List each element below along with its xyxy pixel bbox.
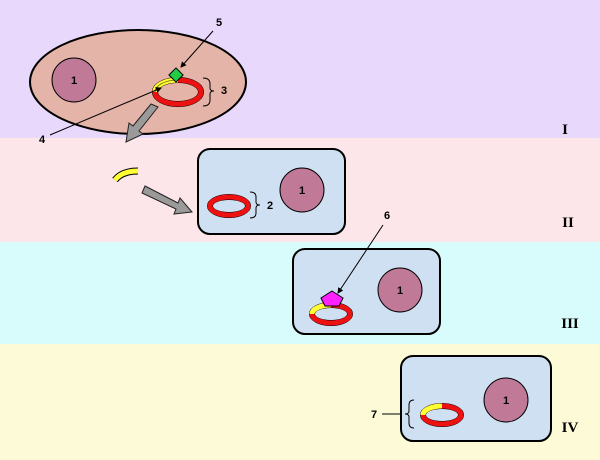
bracket-7: [404, 399, 415, 429]
recipient-cell-III: 1: [292, 248, 441, 335]
donor-cell: 1: [29, 29, 247, 135]
bracket-3: [202, 77, 215, 107]
recipient-cell-II: 1 2: [197, 148, 346, 235]
pointer-4: [49, 87, 162, 136]
nucleus: [51, 57, 97, 103]
stage-label-III: III: [561, 316, 579, 332]
transfer-arrow-right: [141, 185, 193, 215]
nucleus: [483, 377, 529, 423]
label-7: 7: [371, 409, 377, 421]
plasmid-empty: [207, 194, 251, 218]
stage-label-II: II: [562, 215, 574, 231]
nucleus: [279, 167, 325, 213]
plasmid-with-segment: [420, 403, 464, 427]
label-6: 6: [384, 210, 390, 222]
nucleus-label: 1: [71, 75, 77, 87]
bracket-2: [249, 191, 261, 219]
magenta-marker: [320, 290, 344, 307]
recipient-cell-IV: 1: [400, 355, 552, 442]
stage-label-IV: IV: [562, 420, 579, 436]
nucleus-label: 1: [299, 185, 305, 197]
label-4: 4: [39, 134, 46, 146]
nucleus-label: 1: [503, 395, 509, 407]
pointer-6: [337, 224, 384, 294]
transfer-arrow-down: [125, 103, 159, 143]
pointer-5: [180, 30, 214, 68]
green-marker: [168, 67, 184, 83]
label-5: 5: [216, 17, 222, 29]
nucleus: [377, 267, 423, 313]
stage-label-I: I: [562, 122, 568, 138]
nucleus-label: 1: [397, 285, 403, 297]
label-3: 3: [221, 85, 227, 97]
label-2: 2: [267, 200, 273, 212]
